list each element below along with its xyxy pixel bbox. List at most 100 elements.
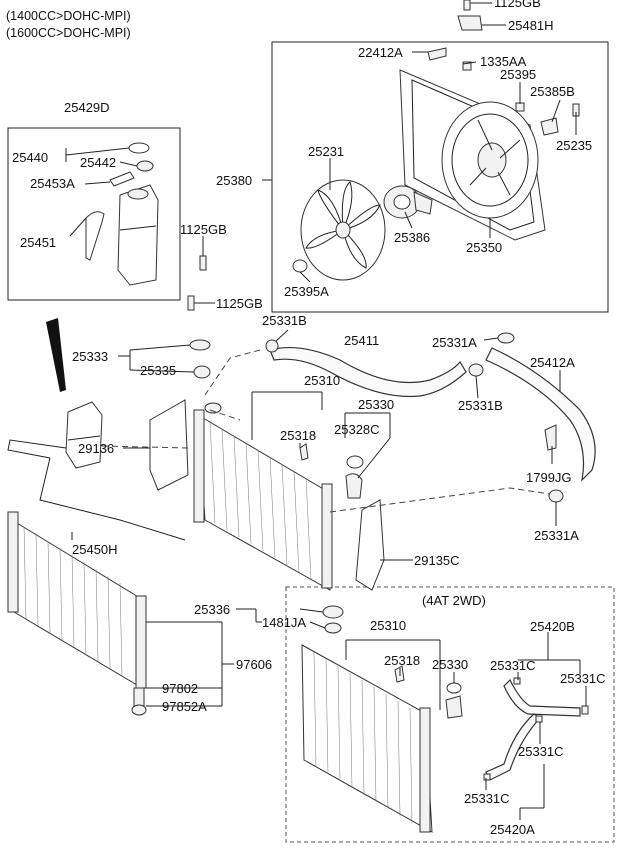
label-25336: 25336 bbox=[194, 602, 230, 617]
label-25310: 25310 bbox=[304, 373, 340, 388]
seal-29135c-part bbox=[355, 499, 385, 591]
label-25440: 25440 bbox=[12, 150, 48, 165]
label-97606: 97606 bbox=[236, 657, 272, 672]
seal-29136-part bbox=[149, 399, 189, 491]
label-25386: 25386 bbox=[394, 230, 430, 245]
label-1481ja: 1481JA bbox=[262, 615, 306, 630]
bolt-1125gb-b-part bbox=[187, 295, 195, 311]
cap-25440-part bbox=[128, 142, 150, 154]
label-sub-25420a: 25420A bbox=[490, 822, 535, 837]
clamp-25331a-a-part bbox=[497, 332, 515, 344]
label-sub-25420b: 25420B bbox=[530, 619, 575, 634]
filler-neck-4at-part bbox=[445, 695, 463, 719]
clamp-4at-c-part bbox=[535, 715, 543, 723]
hose-25420b-part bbox=[503, 678, 581, 717]
label-sub-25331c-d: 25331C bbox=[464, 791, 510, 806]
nut-25395-part bbox=[515, 102, 525, 112]
leader-lines bbox=[65, 51, 587, 820]
cap-25330-part bbox=[345, 473, 363, 499]
lower-reservoir-part bbox=[65, 401, 103, 469]
label-sub-25331c-b: 25331C bbox=[560, 671, 606, 686]
bushing-25336-part bbox=[322, 605, 344, 619]
clamp-25331a-b-part bbox=[548, 489, 564, 503]
label-25481h: 25481H bbox=[508, 18, 554, 33]
label-4at-2wd-title: (4AT 2WD) bbox=[422, 593, 486, 608]
reservoir-part bbox=[85, 184, 159, 286]
label-1799jg: 1799JG bbox=[526, 470, 572, 485]
clamp-4at-b-part bbox=[581, 705, 589, 715]
engine-spec-line-1: (1400CC>DOHC-MPI) bbox=[6, 9, 131, 23]
reservoir-assembly-box bbox=[7, 127, 181, 301]
dashed-leader-3 bbox=[329, 487, 551, 513]
condenser-part bbox=[7, 511, 147, 689]
bushing-1481ja-part bbox=[324, 622, 342, 634]
label-25235: 25235 bbox=[556, 138, 592, 153]
nut-1335aa-part bbox=[462, 61, 472, 71]
bracket-25318-part bbox=[299, 443, 309, 461]
cap-25328c-part bbox=[346, 455, 364, 469]
label-29136: 29136 bbox=[78, 441, 114, 456]
clamp-4at-a-part bbox=[513, 677, 521, 685]
engine-spec-line-2: (1600CC>DOHC-MPI) bbox=[6, 26, 131, 40]
top-bolt-part bbox=[457, 0, 506, 31]
label-25395: 25395 bbox=[500, 67, 536, 82]
label-25380: 25380 bbox=[216, 173, 252, 188]
label-sub-25331c-c: 25331C bbox=[518, 744, 564, 759]
label-25331b-a: 25331B bbox=[262, 313, 307, 328]
label-25331a-b: 25331A bbox=[534, 528, 579, 543]
label-25451: 25451 bbox=[20, 235, 56, 250]
label-1125gb-top: 1125GB bbox=[494, 0, 541, 10]
mount-25335-part bbox=[193, 365, 211, 379]
clip-1799jg-part bbox=[544, 424, 557, 451]
bolt-1125gb-a-part bbox=[199, 255, 207, 271]
dashed-leader-4 bbox=[101, 445, 189, 449]
label-1335aa: 1335AA bbox=[480, 54, 527, 69]
label-25231: 25231 bbox=[308, 144, 344, 159]
label-sub-25330: 25330 bbox=[432, 657, 468, 672]
label-sub-25331c-a: 25331C bbox=[490, 658, 536, 673]
gasket-25442-part bbox=[136, 160, 154, 172]
label-25328c: 25328C bbox=[334, 422, 380, 437]
direction-arrow-icon bbox=[46, 318, 66, 392]
label-25395a: 25395A bbox=[284, 284, 329, 299]
label-1125gb-b: 1125GB bbox=[216, 296, 263, 311]
label-25412a: 25412A bbox=[530, 355, 575, 370]
clip-22412a-part bbox=[427, 47, 447, 61]
dashed-leader-1 bbox=[204, 349, 261, 396]
cap-97852a-part bbox=[131, 704, 147, 716]
label-sub-25318: 25318 bbox=[384, 653, 420, 668]
hose-25412a-part bbox=[485, 347, 596, 482]
label-25318: 25318 bbox=[280, 428, 316, 443]
label-25429d: 25429D bbox=[64, 100, 110, 115]
label-97852a: 97852A bbox=[162, 699, 207, 714]
hose-25450h-part bbox=[7, 439, 186, 541]
radiator-cap-neck-part bbox=[204, 402, 222, 414]
label-25411: 25411 bbox=[344, 333, 379, 348]
fan-shroud-assembly-box bbox=[271, 41, 609, 313]
label-25330: 25330 bbox=[358, 397, 394, 412]
label-sub-25310: 25310 bbox=[370, 618, 406, 633]
radiator-4at-part bbox=[301, 644, 433, 833]
label-1125gb-a: 1125GB bbox=[180, 222, 227, 237]
dashed-leader-2 bbox=[209, 409, 241, 421]
clip-25395a-part bbox=[292, 259, 308, 273]
hose-25420a-part bbox=[485, 713, 541, 781]
resistor-25385b-part bbox=[540, 117, 559, 136]
clamp-25331b-a-part bbox=[265, 339, 279, 353]
label-97802: 97802 bbox=[162, 681, 198, 696]
clamp-4at-d-part bbox=[483, 773, 491, 781]
motor-part bbox=[383, 185, 433, 219]
label-25331a-a: 25331A bbox=[432, 335, 477, 350]
4at-2wd-variant-box bbox=[285, 586, 615, 843]
label-29135c: 29135C bbox=[414, 553, 460, 568]
receiver-dryer-97802-part bbox=[133, 687, 145, 707]
label-25331b-b: 25331B bbox=[458, 398, 503, 413]
clamp-25331b-b-part bbox=[468, 363, 484, 377]
label-25442: 25442 bbox=[80, 155, 116, 170]
fan-blade-part bbox=[300, 179, 386, 281]
label-22412a: 22412A bbox=[358, 45, 403, 60]
fan-shroud-part bbox=[399, 69, 546, 241]
cap-4at-25330-part bbox=[446, 682, 462, 694]
label-25453a-part bbox=[109, 171, 135, 187]
